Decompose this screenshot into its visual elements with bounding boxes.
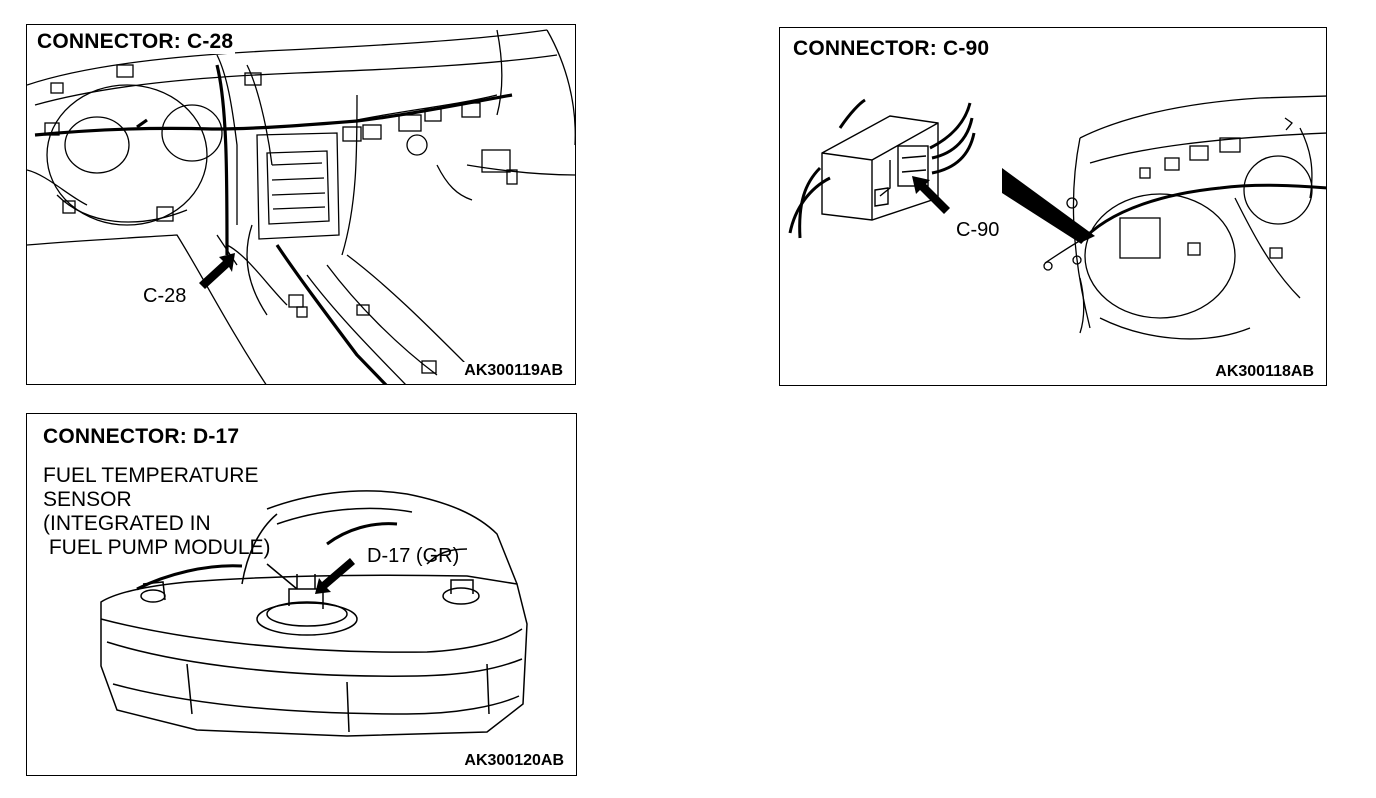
figure-code: AK300119AB [462, 362, 565, 380]
panel-title: CONNECTOR: D-17 [41, 425, 242, 449]
panel-title: CONNECTOR: C-28 [35, 30, 236, 54]
sensor-description-line: SENSOR [43, 488, 132, 511]
c28-pointer-arrow [199, 253, 235, 289]
connector-c28-panel: CONNECTOR: C-28 C-28 AK300119AB [26, 24, 576, 385]
dashboard-wiring-illustration [27, 29, 575, 384]
sensor-description-line: FUEL PUMP MODULE) [43, 536, 271, 559]
connector-callout-label: D-17 (GR) [367, 545, 460, 567]
sensor-leader-line [266, 563, 298, 590]
connector-c90-panel: CONNECTOR: C-90 C-90 AK300118AB [779, 27, 1327, 386]
c90-pointer-arrow [912, 176, 950, 214]
connector-callout-label: C-28 [141, 285, 189, 307]
fuel-tank-illustration [100, 490, 528, 737]
sensor-description-line: FUEL TEMPERATURE [43, 464, 259, 487]
magnification-wedge [1002, 168, 1095, 243]
connector-and-dashboard-illustration [788, 95, 1326, 340]
connector-callout-label: C-90 [954, 219, 1002, 241]
sensor-description: FUEL TEMPERATURE SENSOR (INTEGRATED IN F… [43, 464, 271, 560]
connector-d17-panel: CONNECTOR: D-17 FUEL TEMPERATURE SENSOR … [26, 413, 577, 776]
figure-code: AK300120AB [462, 752, 566, 770]
d17-pointer-arrow [315, 558, 355, 594]
figure-code: AK300118AB [1213, 363, 1316, 381]
sensor-description-line: (INTEGRATED IN [43, 512, 211, 535]
panel-title: CONNECTOR: C-90 [791, 37, 992, 61]
